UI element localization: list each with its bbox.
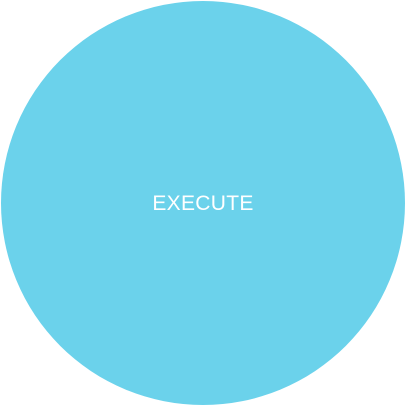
execute-button-label: EXECUTE (152, 191, 254, 215)
